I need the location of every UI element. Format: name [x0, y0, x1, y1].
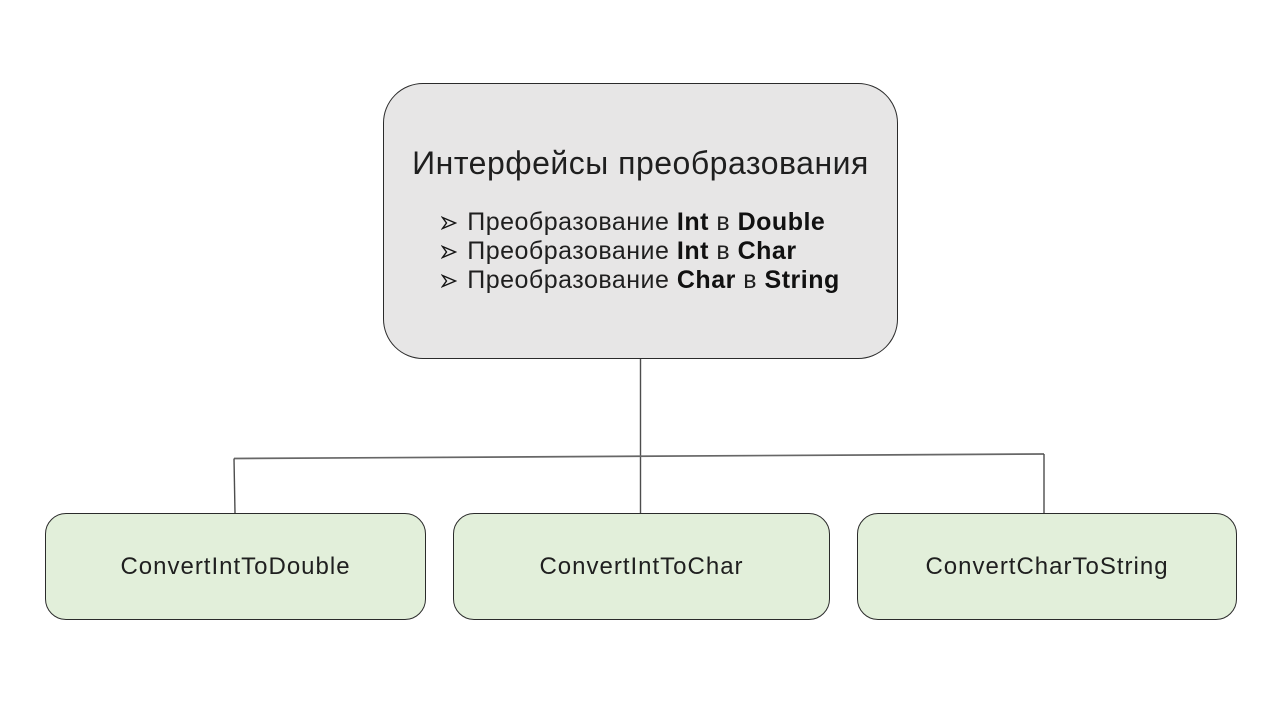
- diagram-node-convert-int-to-double: ConvertIntToDouble: [45, 513, 426, 620]
- arrowhead-right-bullet-icon: [441, 244, 458, 259]
- bullet-text: Преобразование Int в Double: [467, 208, 826, 236]
- bullet-item: Преобразование Char в String: [441, 266, 840, 295]
- child-node-label: ConvertIntToChar: [539, 552, 744, 580]
- arrowhead-right-bullet-icon: [441, 215, 458, 230]
- bullet-item: Преобразование Int в Double: [441, 208, 840, 237]
- bullet-text: Преобразование Char в String: [467, 266, 840, 294]
- connector-horizontal: [233, 453, 1045, 460]
- bullet-text: Преобразование Int в Char: [467, 237, 797, 265]
- diagram-node-root: Интерфейсы преобразования Преобразование…: [383, 83, 898, 359]
- child-node-label: ConvertCharToString: [925, 552, 1169, 580]
- bullet-item: Преобразование Int в Char: [441, 237, 840, 266]
- diagram-node-convert-int-to-char: ConvertIntToChar: [453, 513, 830, 620]
- connector-left-drop: [233, 458, 236, 514]
- root-node-title: Интерфейсы преобразования: [412, 145, 869, 181]
- diagram-node-convert-char-to-string: ConvertCharToString: [857, 513, 1237, 620]
- arrowhead-right-bullet-icon: [441, 273, 458, 288]
- root-bullet-list: Преобразование Int в Double Преобразован…: [441, 208, 840, 295]
- child-node-label: ConvertIntToDouble: [120, 552, 351, 580]
